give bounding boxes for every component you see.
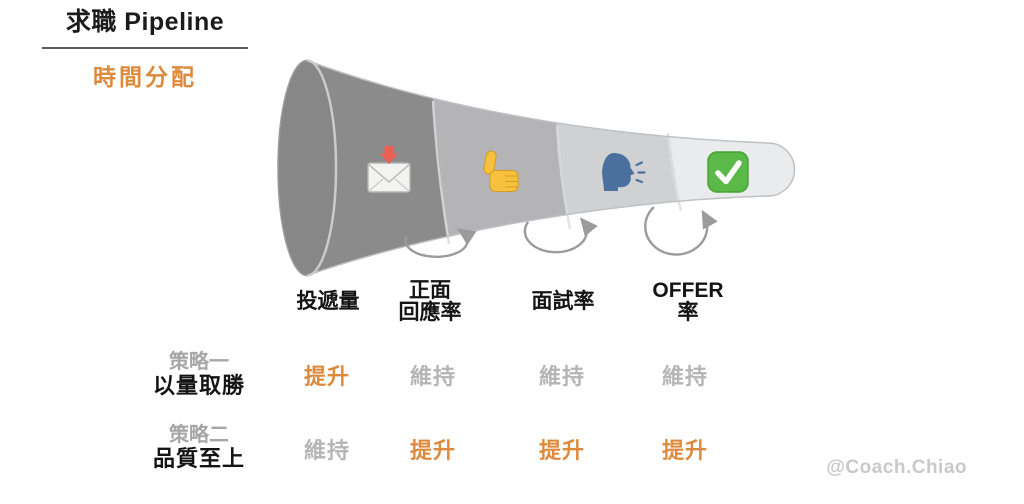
stage-label-applications: 投遞量 [296,290,360,313]
stage-label-positive-response-rate: 正面 回應率 [398,279,462,324]
page-title: 求職 Pipeline [42,2,248,49]
strategy-1-tag: 策略一 [168,351,229,373]
strategy-1-value-4: 維持 [661,364,709,389]
stage-label-offer-rate: OFFER 率 [652,279,724,324]
stage-label-interview-rate: 面試率 [531,290,595,313]
strategy-2-value-1: 維持 [303,438,351,463]
speaking-head-icon [602,153,646,191]
inbox-envelope-icon [367,146,411,193]
page-subtitle: 時間分配 [93,64,197,90]
loop-arrow-1 [404,228,477,259]
title-block: 求職 Pipeline 時間分配 [42,2,248,92]
segment-boundaries [431,100,683,245]
loop-arrow-2 [523,217,598,254]
strategy-2-value-2: 提升 [409,438,457,463]
strategy-1-value-2: 維持 [409,364,457,389]
check-mark-icon [707,151,749,193]
strategy-1-value-1: 提升 [303,364,351,389]
strategy-1-focus: 以量取勝 [152,373,246,398]
strategy-2-value-4: 提升 [661,438,709,463]
strategy-2-name: 策略二 品質至上 [153,423,245,471]
watermark-credit: @Coach.Chiao [826,457,967,478]
loop-arrow-3 [644,206,718,256]
thumbs-up-icon [483,150,519,192]
strategy-2-value-3: 提升 [538,438,586,463]
strategy-2-tag: 策略二 [168,424,229,446]
conversion-loop-arrows [404,206,718,259]
funnel-bell-mouth [277,59,338,277]
strategy-1-value-3: 維持 [538,364,586,389]
strategy-2-focus: 品質至上 [152,446,246,471]
strategy-1-name: 策略一 以量取勝 [153,350,245,398]
